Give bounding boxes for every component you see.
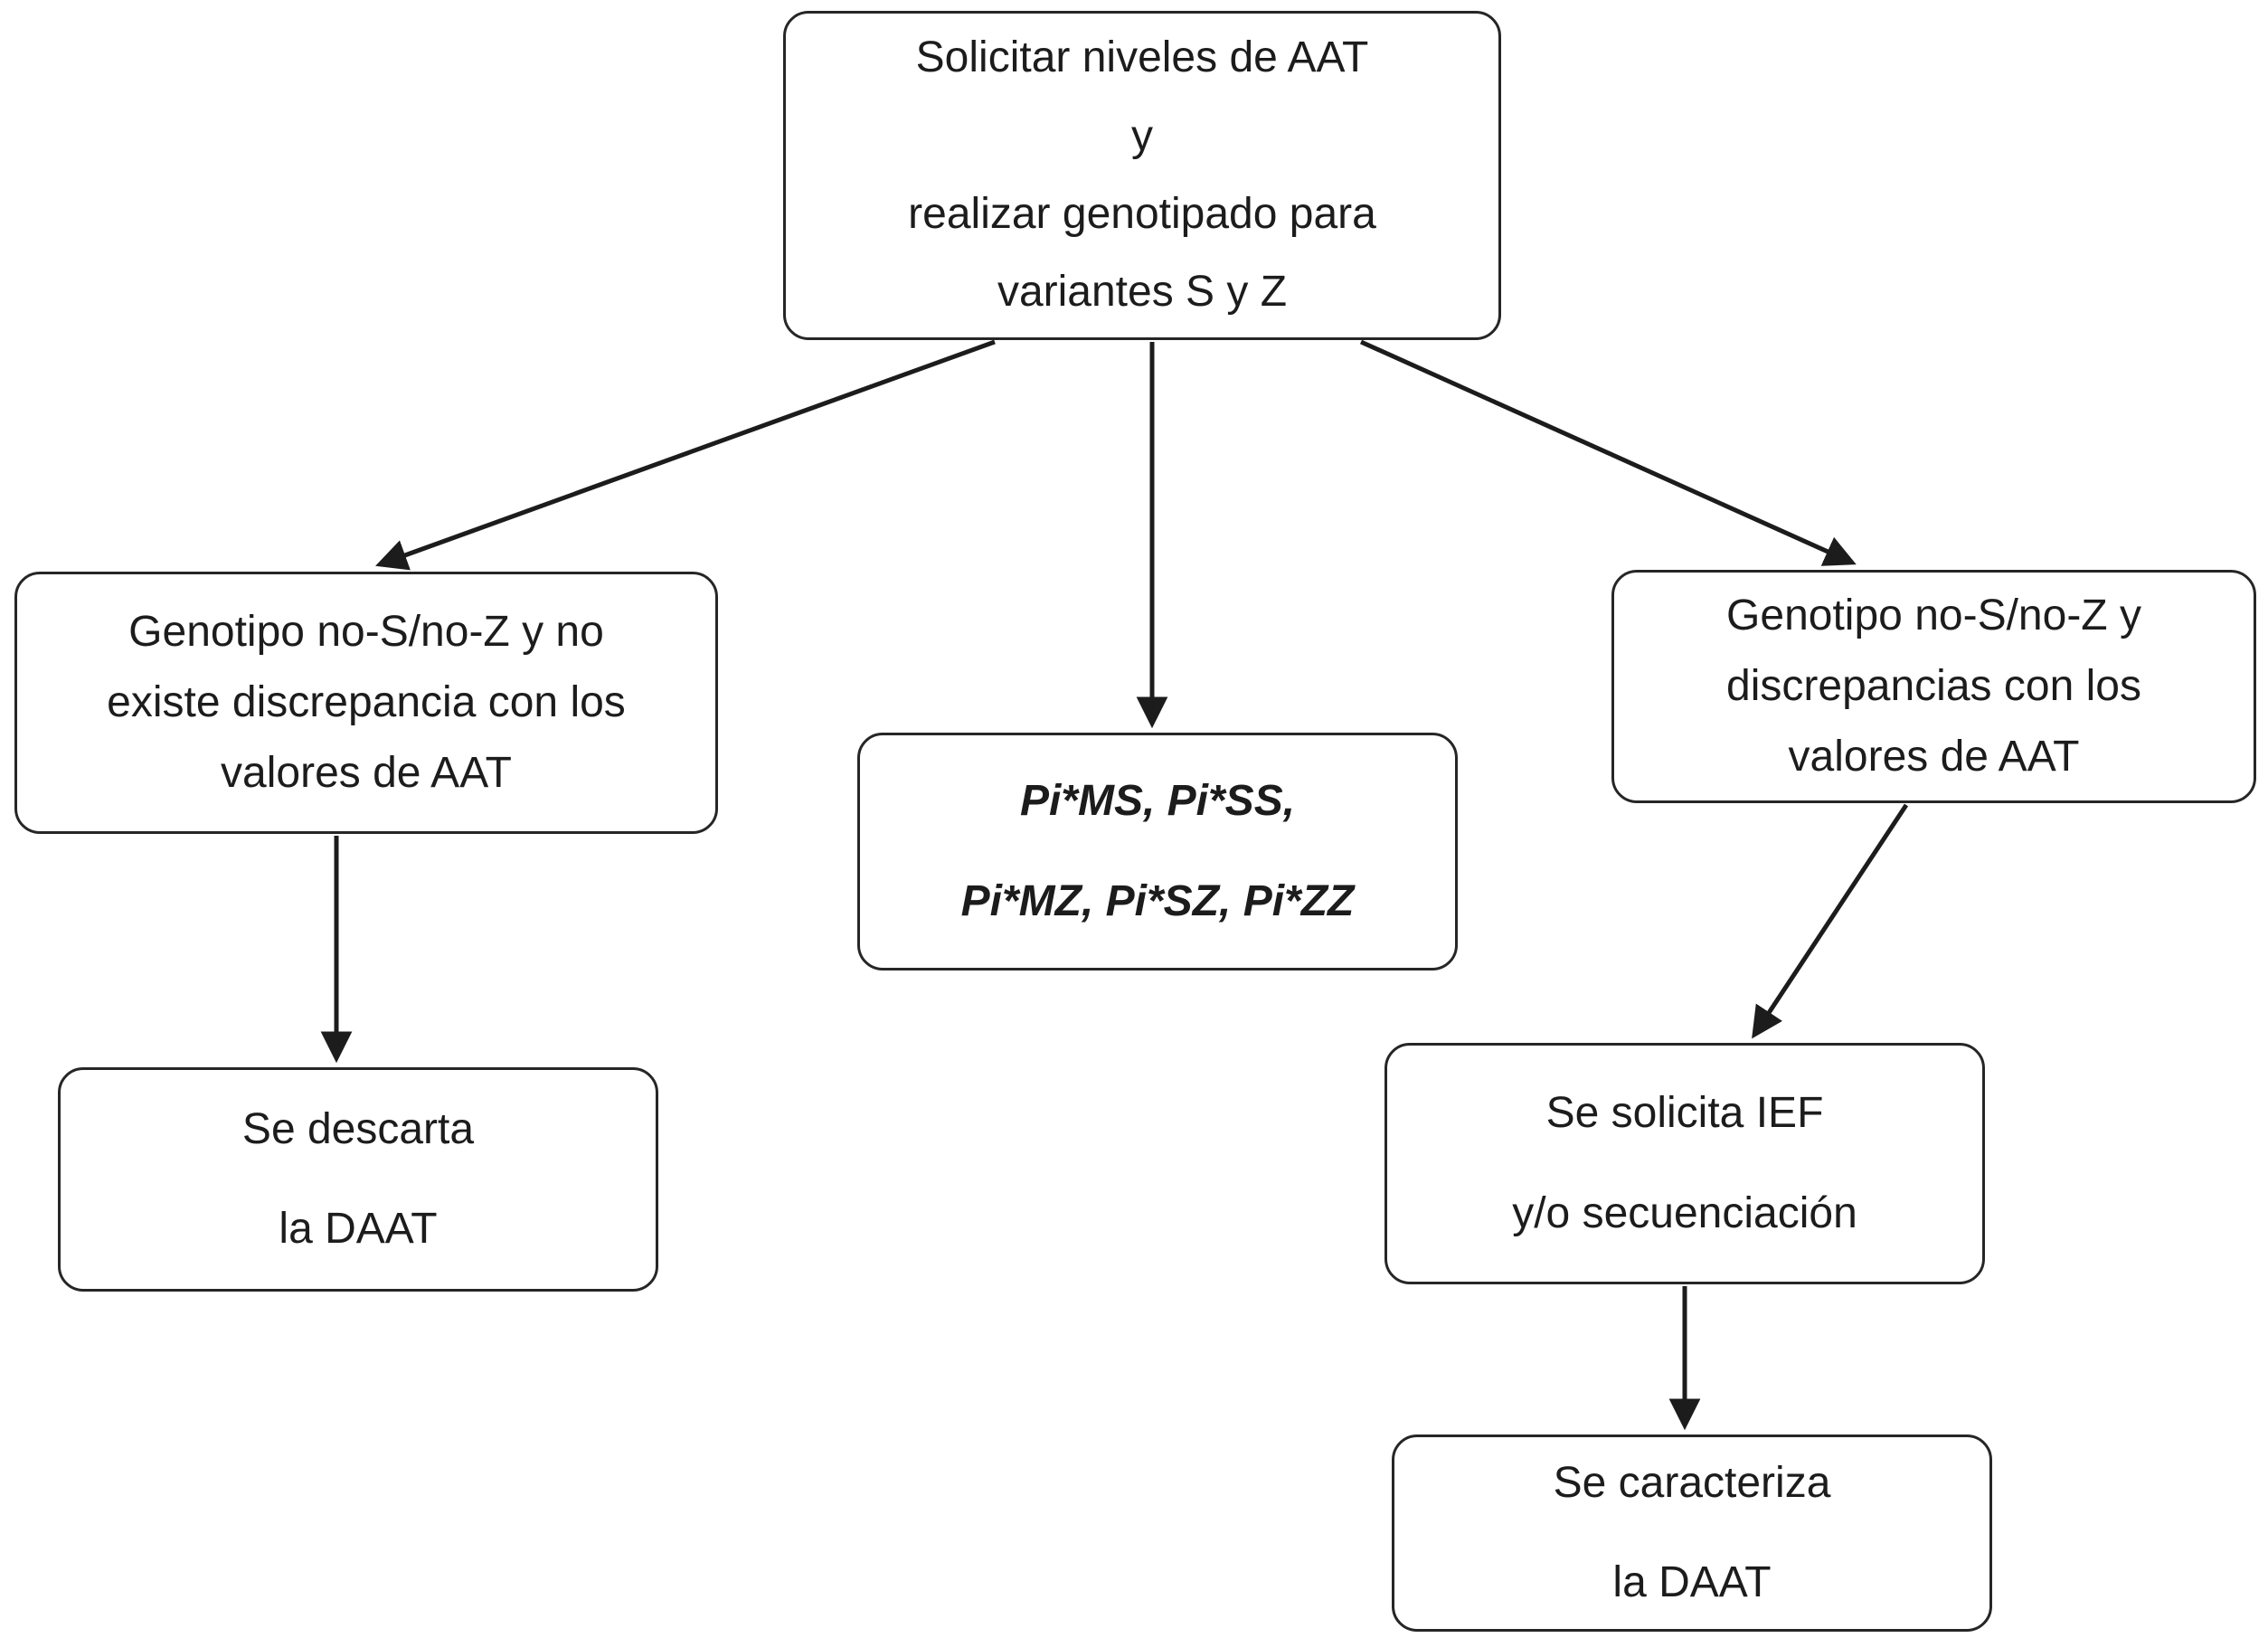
node-line: Genotipo no-S/no-Z y	[1726, 592, 2141, 640]
node-line: valores de AAT	[1788, 732, 2080, 781]
node-daat-ruled-out: Se descarta la DAAT	[58, 1067, 658, 1292]
node-request-ief-sequencing: Se solicita IEF y/o secuenciación	[1384, 1043, 1985, 1284]
node-line: y	[1131, 111, 1153, 160]
node-line: Se solicita IEF	[1545, 1089, 1824, 1138]
edge-root-to-left	[375, 339, 996, 571]
node-line: Se caracteriza	[1553, 1458, 1831, 1507]
edge-root-to-right	[1359, 339, 1857, 566]
node-line: Pi*MZ, Pi*SZ, Pi*ZZ	[960, 876, 1355, 925]
node-request-aat-levels: Solicitar niveles de AAT y realizar geno…	[783, 11, 1501, 340]
node-line: la DAAT	[279, 1205, 438, 1253]
node-genotype-with-discrepancy: Genotipo no-S/no-Z y discrepancias con l…	[1611, 570, 2256, 803]
node-line: Genotipo no-S/no-Z y no	[128, 608, 604, 657]
node-line: Se descarta	[241, 1104, 475, 1153]
node-line: Solicitar niveles de AAT	[915, 33, 1369, 82]
node-line: la DAAT	[1612, 1558, 1772, 1606]
edge-right-to-right-action	[1752, 803, 1909, 1039]
node-line: existe discrepancia con los	[107, 678, 626, 727]
node-daat-characterized: Se caracteriza la DAAT	[1392, 1434, 1992, 1632]
node-line: variantes S y Z	[997, 268, 1288, 317]
node-line: realizar genotipado para	[908, 190, 1376, 238]
node-pi-genotypes: Pi*MS, Pi*SS, Pi*MZ, Pi*SZ, Pi*ZZ	[857, 733, 1458, 970]
node-line: discrepancias con los	[1726, 662, 2141, 711]
node-line: Pi*MS, Pi*SS,	[1019, 777, 1296, 826]
node-line: valores de AAT	[221, 748, 512, 797]
node-genotype-no-discrepancy: Genotipo no-S/no-Z y no existe discrepan…	[14, 572, 718, 834]
node-line: y/o secuenciación	[1512, 1188, 1857, 1237]
